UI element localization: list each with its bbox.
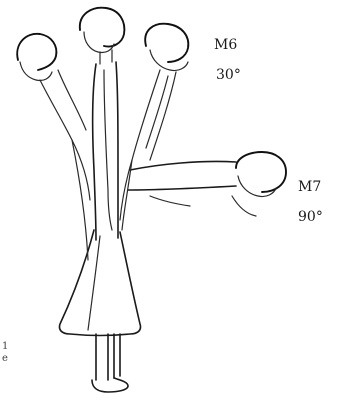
head-upright (80, 8, 125, 47)
arm-m7 (150, 196, 190, 206)
torso-back-upright (116, 62, 118, 238)
body-lean-back (40, 80, 90, 200)
pose-angle-m6: 30° (216, 68, 241, 82)
head-m7 (236, 152, 286, 192)
face-m7 (238, 176, 276, 197)
figure-m7 (128, 152, 286, 216)
face-lean-back (20, 62, 52, 81)
face-upright (84, 32, 114, 53)
torso-front-upright (93, 64, 96, 240)
pose-label-m6: M6 (214, 38, 237, 52)
legs-upright (96, 334, 120, 380)
skirt-fold-upright (88, 236, 100, 330)
pose-angle-m7: 90° (298, 210, 323, 224)
back-m6 (150, 72, 176, 160)
figure-lean-back (17, 34, 90, 200)
face-m6 (150, 50, 188, 71)
margin-mark-2: e (2, 354, 8, 364)
head-lean-back (17, 34, 56, 70)
arm-upright (104, 70, 112, 230)
figure-upright (59, 8, 140, 392)
feet-upright (92, 378, 128, 392)
back-m7 (130, 161, 236, 170)
skirt-upright (59, 230, 140, 336)
front-m7 (128, 186, 236, 190)
pose-label-m7: M7 (298, 180, 321, 194)
margin-mark-1: 1 (2, 342, 8, 352)
hand-m7 (232, 196, 256, 216)
